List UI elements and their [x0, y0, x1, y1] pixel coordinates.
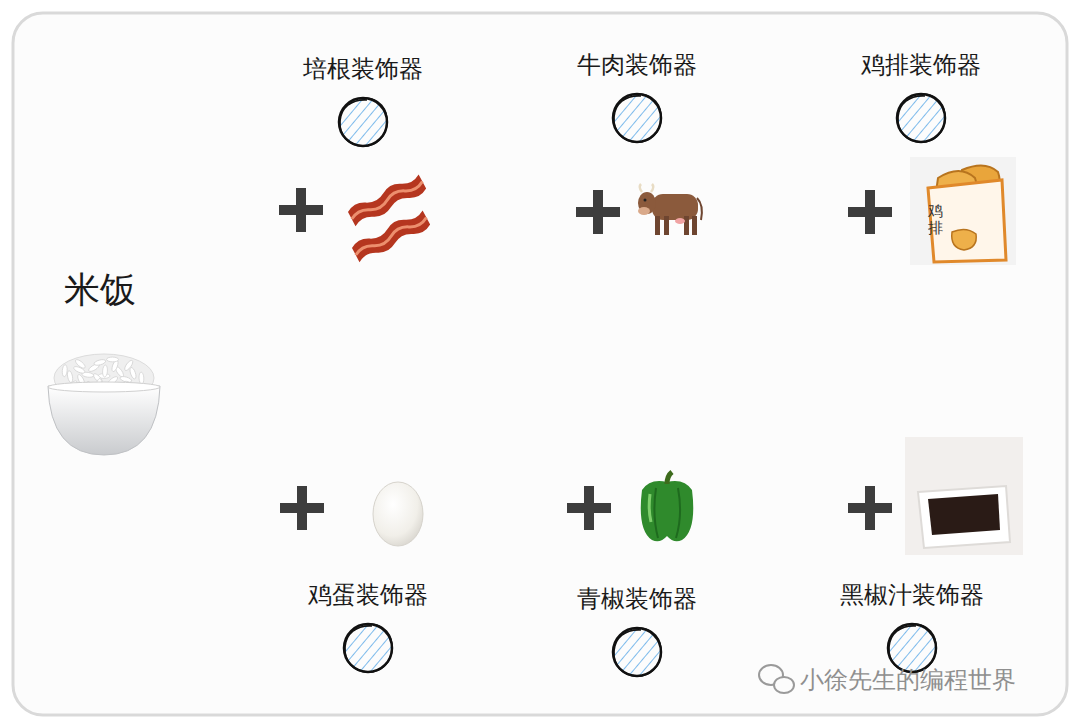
rice-grain: [139, 372, 144, 384]
chicken-steak-bag-icon-part: [910, 157, 1016, 265]
rice-grain: [107, 357, 119, 362]
decorator-label: 青椒装饰器: [577, 584, 697, 614]
hatched-circle-fill: [897, 94, 945, 142]
green-pepper-icon-part: [654, 488, 680, 538]
decorator-label: 牛肉装饰器: [577, 50, 697, 80]
hatched-circle: [340, 620, 396, 676]
hatched-circle-fill: [888, 624, 936, 672]
chicken-steak-bag-icon-part: [928, 180, 1006, 262]
bacon-icon: [347, 172, 432, 265]
hatched-circle: [609, 90, 665, 146]
plus-sign-part: [280, 486, 324, 530]
dish-name: 米饭: [64, 266, 136, 315]
cow-icon-part: [644, 199, 647, 202]
black-pepper-sauce-icon-part: [928, 494, 1000, 535]
plus-sign-part: [567, 486, 611, 530]
sketch-stroke: [340, 98, 387, 146]
decorator-node: 培根装饰器: [303, 54, 423, 150]
sketch-stroke: [889, 624, 936, 672]
chicken-steak-bag-icon-part: [952, 229, 977, 250]
green-pepper-icon-part: [649, 494, 651, 522]
sketch-stroke: [898, 94, 945, 142]
package-text: 鸡排: [928, 203, 943, 236]
chicken-steak-bag-icon: [910, 157, 1016, 265]
rice-grain: [102, 365, 108, 377]
plus-sign: [279, 188, 892, 530]
decorator-label: 鸡蛋装饰器: [308, 580, 428, 610]
cow-icon-part: [638, 192, 656, 214]
cow-icon-part: [638, 207, 650, 215]
bacon-icon-part: [351, 208, 432, 265]
black-pepper-sauce-icon: [905, 437, 1023, 555]
hatched-circle: [609, 624, 665, 680]
cow-icon-part: [684, 216, 689, 235]
hatched-circle-fill: [613, 628, 661, 676]
decorator-node: 鸡蛋装饰器: [308, 580, 428, 676]
green-pepper-icon-part: [641, 481, 694, 541]
green-pepper-icon: [641, 472, 694, 541]
rice-grain: [93, 359, 106, 367]
hatched-circle-fill: [344, 624, 392, 672]
rice-bowl-part: [48, 386, 160, 455]
wechat-icon-part: [774, 677, 794, 693]
cow-icon-part: [697, 198, 702, 220]
rice-bowl: [48, 354, 160, 455]
hatched-circle: [893, 90, 949, 146]
plus-sign-part: [848, 486, 892, 530]
cow-icon-part: [692, 216, 697, 235]
hatched-circle-fill: [339, 98, 387, 146]
black-pepper-sauce-icon-part: [918, 486, 1010, 548]
cow-icon-part: [640, 184, 654, 192]
decorator-node: 黑椒汁装饰器: [840, 580, 984, 676]
hatched-circle-fill: [613, 94, 661, 142]
decorator-label: 鸡排装饰器: [861, 50, 981, 80]
green-pepper-icon-part: [667, 472, 672, 484]
watermark: 小徐先生的编程世界: [800, 664, 1016, 696]
sketch-stroke: [614, 94, 661, 142]
rice-grain: [67, 370, 74, 383]
decorator-node: 牛肉装饰器: [577, 50, 697, 146]
cow-icon-part: [655, 216, 660, 235]
sketch-stroke: [614, 628, 661, 676]
decorator-label: 培根装饰器: [303, 54, 423, 84]
bacon-icon-part-part: [354, 215, 427, 258]
sketch-stroke: [345, 624, 392, 672]
cow-icon-part: [675, 218, 685, 224]
bacon-icon-part-part: [350, 179, 423, 222]
egg-icon: [373, 482, 423, 546]
decorator-label: 黑椒汁装饰器: [840, 580, 984, 610]
plus-sign-part: [576, 190, 620, 234]
plus-sign-part: [848, 190, 892, 234]
bacon-icon-part-part: [351, 208, 432, 265]
rice-grain: [123, 359, 134, 372]
panel-border: [13, 13, 1067, 715]
wechat-icon: [759, 665, 794, 693]
black-pepper-sauce-icon-part: [905, 437, 1023, 555]
rice-grain: [74, 358, 86, 369]
decorator-node: 鸡排装饰器: [861, 50, 981, 146]
plus-sign-part: [279, 188, 323, 232]
cow-icon-part: [664, 216, 669, 235]
hatched-circle: [335, 94, 391, 150]
rice-bowl-part: [48, 382, 160, 392]
decorator-node: 青椒装饰器: [577, 584, 697, 680]
rice-grain: [129, 367, 137, 380]
rice-grain: [62, 365, 68, 377]
cow-icon: [638, 184, 702, 235]
